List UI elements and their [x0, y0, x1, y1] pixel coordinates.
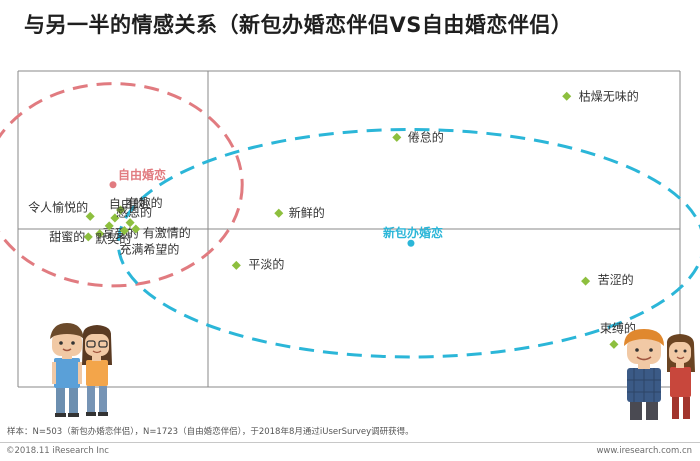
data-point [116, 205, 126, 215]
data-point [609, 339, 619, 349]
cluster-center-dot [109, 181, 117, 189]
data-label: 倦怠的 [408, 129, 444, 144]
woman-illustration-left [82, 325, 112, 416]
data-label: 有趣的 [127, 195, 163, 210]
data-label: 自由的 [109, 196, 145, 211]
data-label: 束缚的 [600, 320, 636, 335]
data-label: 令人愉悦的 [28, 199, 88, 214]
cluster-center-dot [407, 239, 415, 247]
data-label: 苦涩的 [598, 272, 634, 287]
data-point [83, 232, 93, 242]
cluster-ellipse [0, 82, 244, 288]
website-text: www.iresearch.com.cn [596, 446, 692, 456]
man-illustration-right [624, 329, 664, 420]
man-illustration-left [50, 323, 84, 417]
woman-illustration-right [666, 334, 695, 419]
data-point [85, 211, 95, 221]
data-point [131, 224, 141, 234]
data-point [119, 226, 129, 236]
people-illustrations [50, 323, 695, 420]
data-point [392, 132, 402, 142]
data-label: 甜蜜的 [49, 229, 85, 244]
copyright-text: ©2018.11 iResearch Inc [6, 446, 109, 456]
footer-divider [0, 442, 700, 443]
data-point [231, 260, 241, 270]
data-point [562, 91, 572, 101]
data-label: 有激情的 [143, 225, 191, 240]
data-label: 新鲜的 [289, 205, 325, 220]
data-label: 享受的 [103, 226, 139, 241]
data-label: 默契的 [95, 231, 131, 246]
sample-footnote: 样本：N=503（新包办婚恋伴侣），N=1723（自由婚恋伴侣），于2018年8… [7, 427, 414, 437]
data-point [274, 208, 284, 218]
data-label: 平淡的 [248, 256, 284, 271]
data-point [581, 276, 591, 286]
data-label: 感恩的 [116, 205, 152, 220]
cluster-label: 自由婚恋 [118, 167, 166, 182]
data-point [110, 213, 120, 223]
data-point [104, 221, 114, 231]
data-label: 枯燥无味的 [579, 88, 639, 103]
page-title: 与另一半的情感关系（新包办婚恋伴侣VS自由婚恋伴侣） [24, 13, 573, 37]
data-label: 充满希望的 [119, 242, 179, 257]
data-point [125, 218, 135, 228]
cluster-label: 新包办婚恋 [383, 225, 443, 240]
